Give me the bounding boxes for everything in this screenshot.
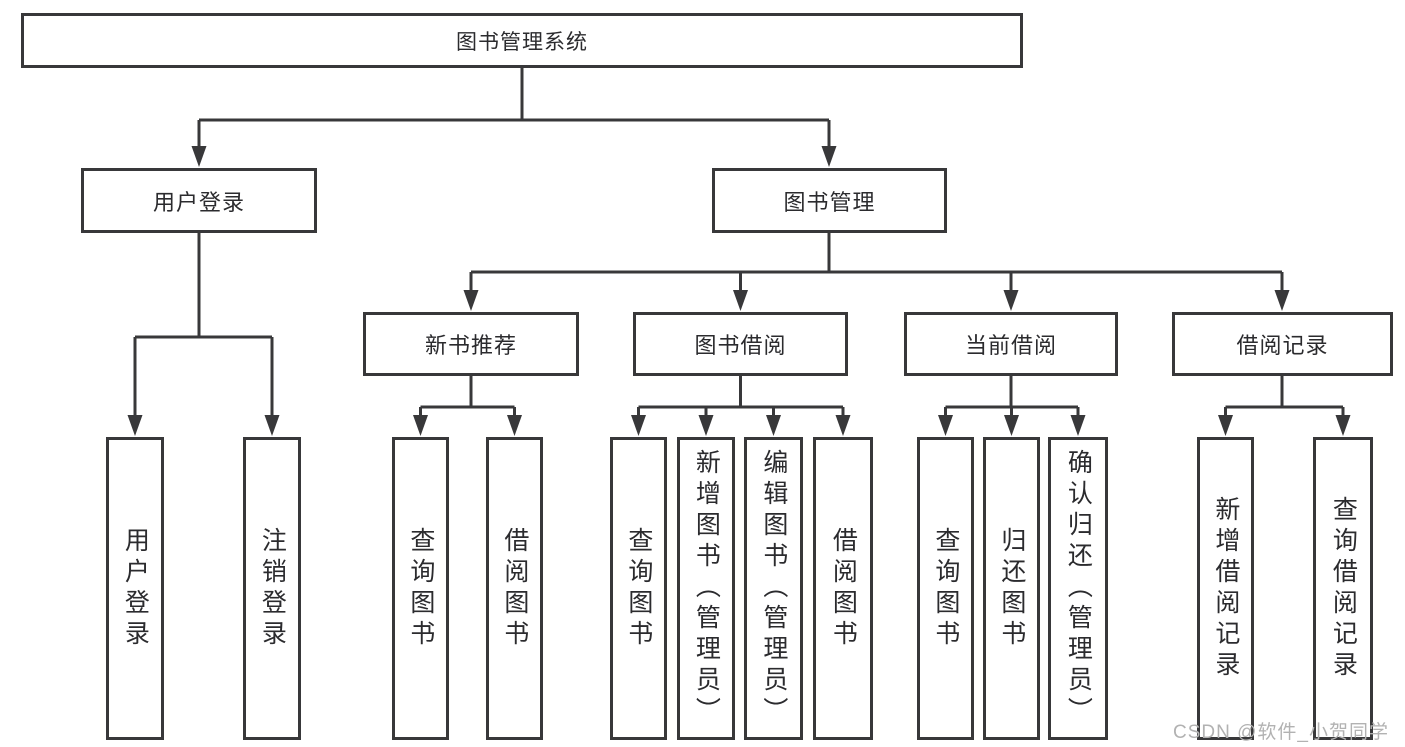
leaf-borrow-books-recommend-label: 借阅图书	[500, 526, 529, 651]
leaf-borrow-books-recommend: 借阅图书	[486, 437, 543, 740]
connector-user-login-branch	[133, 233, 274, 417]
leaf-add-borrow-record: 新增借阅记录	[1197, 437, 1254, 740]
leaf-user-login: 用户登录	[106, 437, 164, 740]
connector-book-mgmt-branch	[469, 233, 1284, 292]
node-root-library-system: 图书管理系统	[21, 13, 1023, 68]
node-borrow-records-label: 借阅记录	[1236, 333, 1329, 358]
leaf-logout-label: 注销登录	[258, 526, 287, 651]
node-book-management: 图书管理	[712, 168, 947, 233]
node-user-login: 用户登录	[81, 168, 317, 233]
leaf-edit-book-admin-label: 编辑图书（管理员）	[759, 449, 788, 728]
leaf-confirm-return-admin-label: 确认归还（管理员）	[1064, 449, 1093, 728]
connector-current-borrow-branch	[944, 376, 1080, 417]
leaf-confirm-return-admin: 确认归还（管理员）	[1048, 437, 1108, 740]
node-user-login-label: 用户登录	[152, 189, 245, 215]
leaf-query-books-current: 查询图书	[917, 437, 974, 740]
connector-book-borrow-branch	[637, 376, 845, 417]
node-new-book-recommend: 新书推荐	[363, 312, 579, 376]
leaf-add-borrow-record-label: 新增借阅记录	[1211, 495, 1240, 682]
leaf-return-book: 归还图书	[983, 437, 1040, 740]
leaf-query-books-current-label: 查询图书	[931, 526, 960, 651]
node-book-borrow: 图书借阅	[633, 312, 848, 376]
leaf-query-books-recommend-label: 查询图书	[406, 526, 435, 651]
arrowheads	[127, 146, 1351, 436]
node-current-borrow: 当前借阅	[904, 312, 1118, 376]
leaf-edit-book-admin: 编辑图书（管理员）	[744, 437, 803, 740]
leaf-borrow-books-label: 借阅图书	[829, 526, 858, 651]
leaf-borrow-books: 借阅图书	[813, 437, 873, 740]
node-root-label: 图书管理系统	[456, 30, 588, 54]
connector-borrow-records-branch	[1224, 376, 1345, 417]
leaf-query-books-borrow: 查询图书	[610, 437, 667, 740]
node-book-borrow-label: 图书借阅	[694, 333, 787, 358]
leaf-query-borrow-record-label: 查询借阅记录	[1329, 495, 1358, 682]
leaf-query-borrow-record: 查询借阅记录	[1313, 437, 1373, 740]
leaf-query-books-borrow-label: 查询图书	[624, 526, 653, 651]
connector-root-stem	[197, 68, 831, 148]
node-borrow-records: 借阅记录	[1172, 312, 1393, 376]
node-book-management-label: 图书管理	[783, 189, 876, 215]
csdn-watermark: CSDN @软件_小贺同学	[1173, 722, 1389, 743]
connector-new-book-branch	[419, 376, 516, 417]
leaf-query-books-recommend: 查询图书	[392, 437, 449, 740]
leaf-return-book-label: 归还图书	[997, 526, 1026, 651]
leaf-add-book-admin-label: 新增图书（管理员）	[692, 449, 721, 728]
leaf-user-login-label: 用户登录	[121, 526, 150, 651]
leaf-add-book-admin: 新增图书（管理员）	[677, 437, 735, 740]
node-new-book-recommend-label: 新书推荐	[424, 333, 517, 358]
leaf-logout: 注销登录	[243, 437, 301, 740]
node-current-borrow-label: 当前借阅	[964, 333, 1057, 358]
